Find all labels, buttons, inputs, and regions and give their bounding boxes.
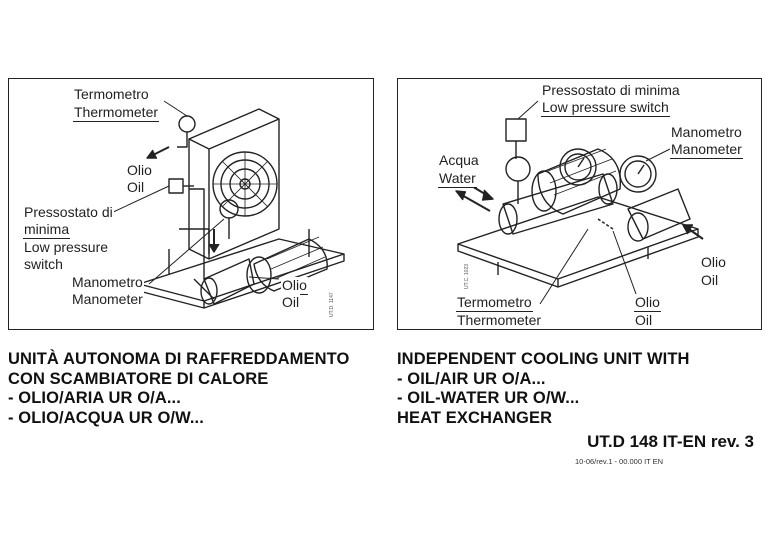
manometer-label-it: Manometro — [670, 124, 743, 141]
thermometer-label-it: Termometro — [456, 294, 533, 312]
base-frame — [138, 238, 345, 302]
title-italian: UNITÀ AUTONOMA DI RAFFREDDAMENTO CON SCA… — [8, 350, 378, 428]
document-code: UT.D 148 IT-EN rev. 3 — [587, 432, 754, 451]
title-en-line-1: INDEPENDENT COOLING UNIT WITH — [397, 350, 690, 368]
revision-line: 10-06/rev.1 - 00.000 IT EN — [575, 457, 664, 466]
pressure-switch — [168, 178, 184, 194]
motor — [253, 238, 328, 292]
title-it-line-3: - OLIO/ARIA UR O/A... — [8, 389, 181, 407]
pump — [627, 188, 691, 240]
pressure-switch-label-it-2: minima — [23, 221, 71, 239]
pressure-switch-label-en: Low pressure switch — [541, 99, 670, 117]
figure-oil-water-unit: Pressostato di minima Low pressure switc… — [397, 78, 762, 330]
thermometer-label-en: Thermometer — [73, 104, 160, 122]
thermometer-label-en: Thermometer — [456, 312, 543, 329]
pressure-switch-label-en-2: switch — [23, 256, 64, 273]
title-it-line-2: CON SCAMBIATORE DI CALORE — [8, 369, 269, 388]
motor — [537, 148, 622, 215]
oil-air-unit-drawing — [108, 100, 345, 309]
pressure-switch-label-it: Pressostato di minima — [541, 82, 681, 99]
oil-water-unit-drawing — [455, 100, 704, 305]
title-english: INDEPENDENT COOLING UNIT WITH - OIL/AIR … — [397, 350, 757, 428]
heat-exchanger — [502, 173, 614, 235]
title-en-line-4: HEAT EXCHANGER — [397, 408, 553, 427]
oil-bottom-label-en: Oil — [634, 312, 654, 329]
manometer-gauge-1 — [559, 148, 597, 186]
oil-top-label-it: Olio — [126, 162, 153, 179]
manometer-label-en: Manometer — [71, 291, 144, 308]
oil-right-label-en: Oil — [700, 272, 720, 289]
water-label-it: Acqua — [438, 152, 480, 169]
figure-oil-air-unit: Termometro Thermometer Olio Oil Pressost… — [8, 78, 374, 330]
manometer-label-it: Manometro — [71, 274, 144, 292]
title-it-line-1: UNITÀ AUTONOMA DI RAFFREDDAMENTO — [8, 350, 350, 368]
manometer-gauge-3 — [505, 156, 531, 182]
drawing-code-right: UT.C. 1023 — [464, 263, 470, 289]
base-plate — [457, 196, 699, 280]
manometer-label-en: Manometer — [670, 141, 743, 159]
pressure-switch — [505, 118, 527, 142]
thermometer-label-it: Termometro — [73, 86, 150, 103]
manometer-gauge-2 — [619, 155, 657, 193]
oil-right-label-it: Olio — [700, 254, 727, 271]
pressure-switch-label-it-1: Pressostato di — [23, 204, 114, 221]
title-en-line-3: - OIL-WATER UR O/W... — [397, 389, 580, 407]
water-label-en: Water — [438, 170, 477, 188]
title-en-line-2: - OIL/AIR UR O/A... — [397, 369, 546, 388]
oil-top-label-en: Oil — [126, 179, 146, 196]
title-it-line-4: - OLIO/ACQUA UR O/W... — [8, 408, 204, 427]
oil-bottom-label-en: Oil — [281, 294, 301, 311]
thermometer-gauge — [178, 115, 196, 133]
drawing-code-left: UT.D. 1147 — [329, 292, 335, 317]
oil-bottom-label-it: Olio — [634, 294, 661, 312]
oil-bottom-label-it: Olio — [281, 277, 308, 295]
pressure-switch-label-en-1: Low pressure — [23, 239, 110, 256]
